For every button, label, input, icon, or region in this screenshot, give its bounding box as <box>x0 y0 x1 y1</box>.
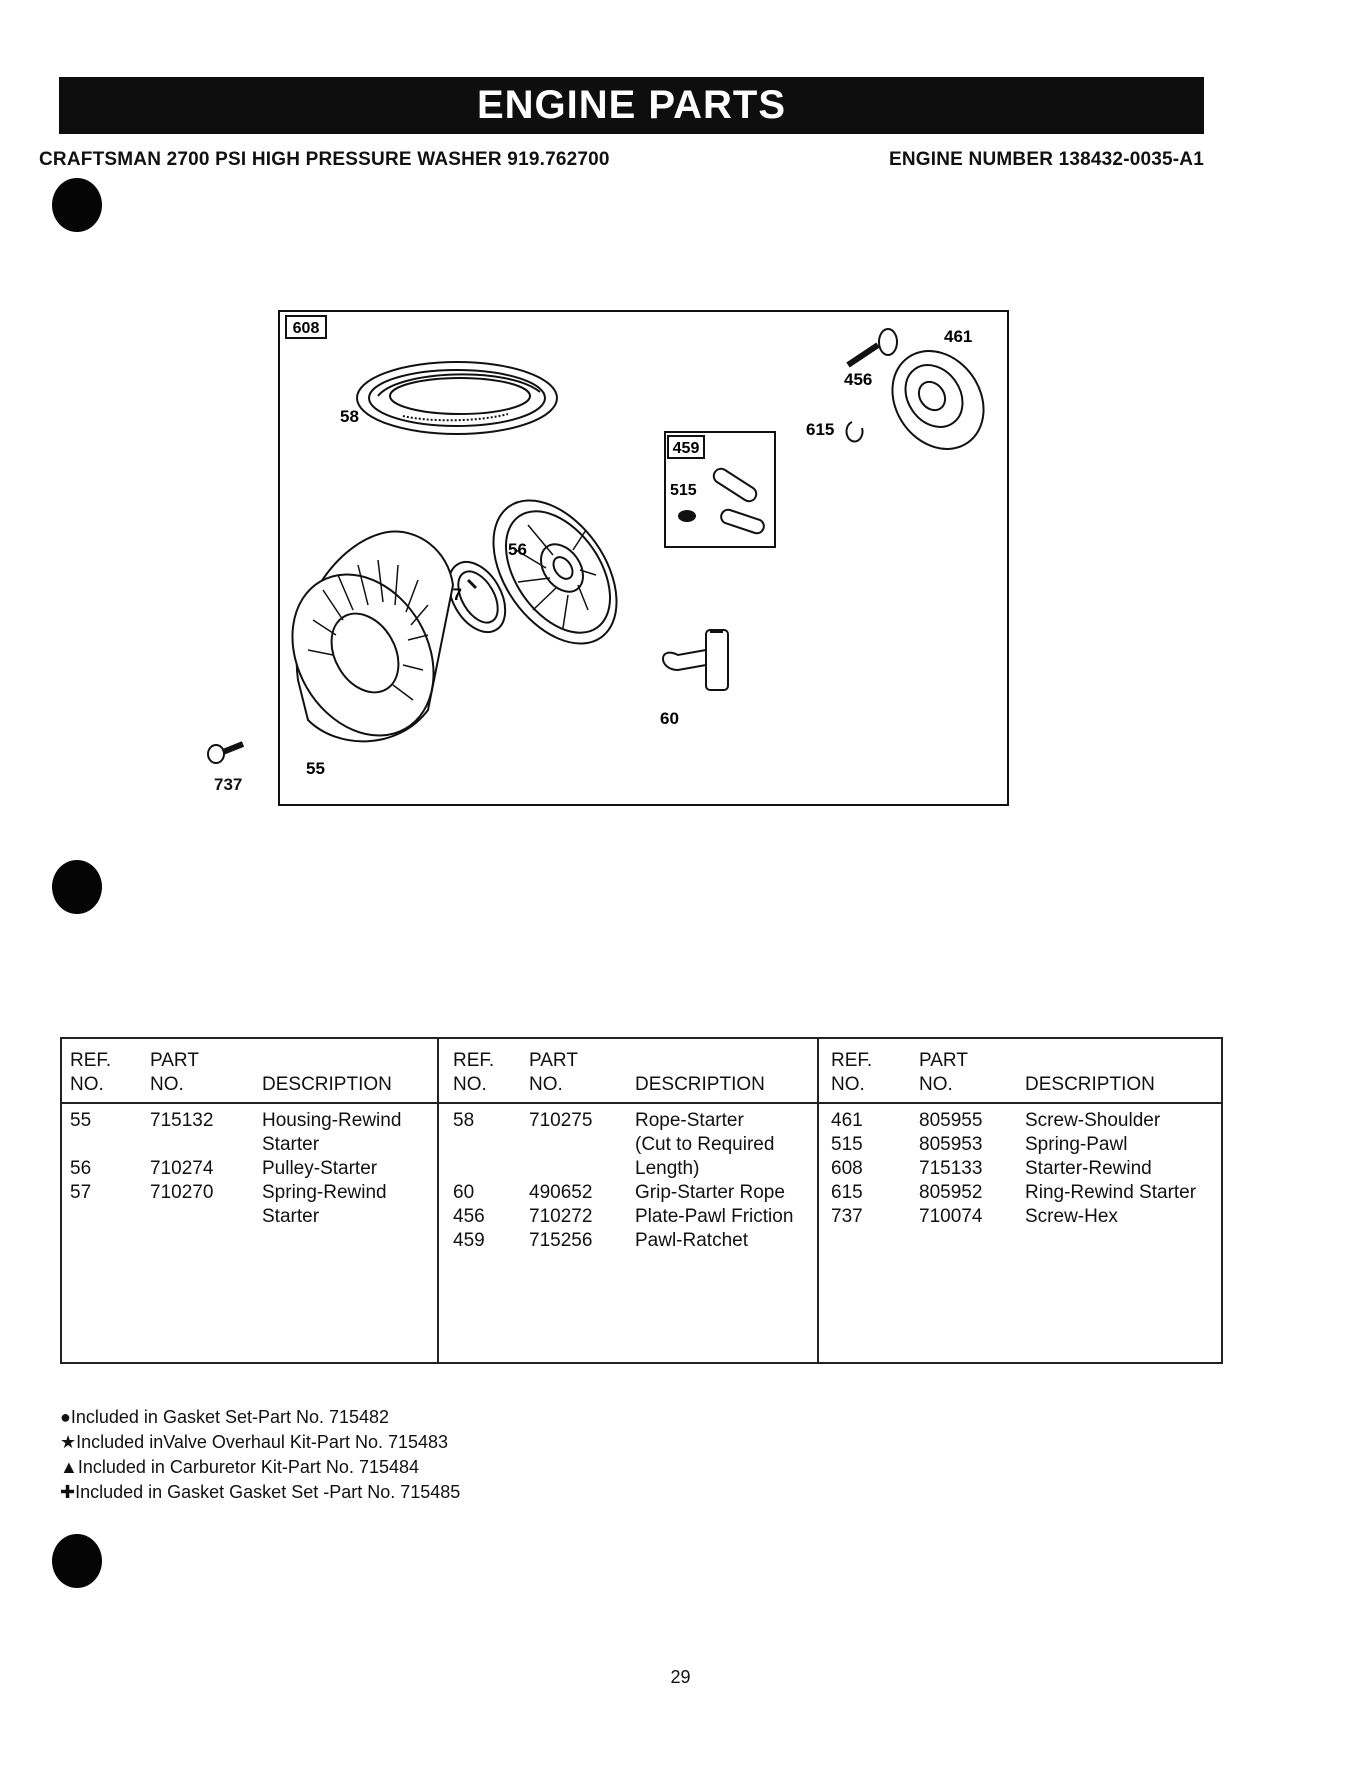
header-ref: REF. <box>453 1050 495 1071</box>
header-part-no: NO. <box>529 1074 563 1095</box>
ref-no: 608 <box>831 1158 863 1179</box>
table-header: REF. NO. PART NO. DESCRIPTION <box>62 1039 437 1104</box>
binder-hole <box>52 1534 102 1588</box>
shoulder-screw-drawing <box>846 328 898 368</box>
header-description: DESCRIPTION <box>262 1074 392 1095</box>
parts-column-1: REF. NO. PART NO. DESCRIPTION 55 715132 Ho… <box>62 1039 437 1362</box>
ref-no: 515 <box>831 1134 863 1155</box>
page-title: ENGINE PARTS <box>476 83 787 127</box>
hex-screw-drawing <box>207 741 245 764</box>
ref-no: 58 <box>453 1110 475 1131</box>
rewind-spring-drawing <box>447 560 507 634</box>
ref-no: 55 <box>70 1110 92 1131</box>
footnote-gasket-set-2: ✚Included in Gasket Gasket Set -Part No.… <box>60 1482 461 1502</box>
description: Screw-Shoulder <box>1025 1110 1161 1131</box>
part-no: 805952 <box>919 1182 983 1203</box>
engine-number: ENGINE NUMBER 138432-0035-A1 <box>889 149 1204 170</box>
callout-461: 461 <box>944 327 972 346</box>
callout-456: 456 <box>844 370 872 389</box>
grip-drawing <box>662 629 729 691</box>
ref-no: 57 <box>70 1182 92 1203</box>
table-header: REF. NO. PART NO. DESCRIPTION <box>439 1039 819 1104</box>
part-no: 490652 <box>529 1182 593 1203</box>
callout-615: 615 <box>806 420 834 439</box>
footnote-carburetor-kit: ▲Included in Carburetor Kit-Part No. 715… <box>60 1457 420 1477</box>
pawl-spring-drawing <box>678 510 696 522</box>
label-box-459 <box>667 435 705 459</box>
binder-hole <box>52 860 102 914</box>
description: Starter-Rewind <box>1025 1158 1152 1179</box>
parts-column-2: REF. NO. PART NO. DESCRIPTION 58 710275 Ro… <box>437 1039 819 1362</box>
part-no: 805955 <box>919 1110 983 1131</box>
part-no: 805953 <box>919 1134 983 1155</box>
callout-58: 58 <box>340 407 359 426</box>
callout-515: 515 <box>670 482 697 499</box>
housing-drawing <box>291 530 455 743</box>
description: Pulley-Starter <box>262 1158 378 1179</box>
header-description: DESCRIPTION <box>635 1074 765 1095</box>
description: Rope-Starter <box>635 1110 744 1131</box>
ref-no: 56 <box>70 1158 92 1179</box>
header-part: PART <box>150 1050 199 1071</box>
ref-no: 456 <box>453 1206 485 1227</box>
parts-column-3: REF. NO. PART NO. DESCRIPTION 461 805955 S… <box>817 1039 1221 1362</box>
ring-drawing <box>845 421 864 443</box>
footnote-valve-kit: ★Included inValve Overhaul Kit-Part No. … <box>60 1432 449 1452</box>
part-no: 715256 <box>529 1230 593 1251</box>
ref-no: 60 <box>453 1182 475 1203</box>
footnote-gasket-set: ●Included in Gasket Set-Part No. 715482 <box>60 1407 390 1427</box>
description: Starter <box>262 1134 320 1155</box>
part-no: 710275 <box>529 1110 593 1131</box>
description: Spring-Pawl <box>1025 1134 1128 1155</box>
header-part-no: NO. <box>150 1074 184 1095</box>
binder-hole <box>52 178 102 232</box>
ref-no: 737 <box>831 1206 863 1227</box>
friction-plate-drawing <box>891 350 985 450</box>
description: Pawl-Ratchet <box>635 1230 748 1251</box>
description: Ring-Rewind Starter <box>1025 1182 1197 1203</box>
part-no: 710074 <box>919 1206 983 1227</box>
model-line: CRAFTSMAN 2700 PSI HIGH PRESSURE WASHER … <box>39 149 610 170</box>
description: (Cut to Required <box>635 1134 775 1155</box>
header-description: DESCRIPTION <box>1025 1074 1155 1095</box>
callout-56: 56 <box>508 540 527 559</box>
pawl-drawing <box>712 467 765 535</box>
callout-737: 737 <box>214 775 243 794</box>
header-ref-no: NO. <box>70 1074 104 1095</box>
header-ref-no: NO. <box>453 1074 487 1095</box>
header-ref-no: NO. <box>831 1074 865 1095</box>
header-part: PART <box>919 1050 968 1071</box>
header-ref: REF. <box>70 1050 112 1071</box>
header-ref: REF. <box>831 1050 873 1071</box>
parts-table: REF. NO. PART NO. DESCRIPTION 55 715132 Ho… <box>60 1037 1223 1364</box>
description: Starter <box>262 1206 320 1227</box>
description: Plate-Pawl Friction <box>635 1206 794 1227</box>
table-header: REF. NO. PART NO. DESCRIPTION <box>819 1039 1221 1104</box>
description: Housing-Rewind <box>262 1110 402 1131</box>
part-no: 710274 <box>150 1158 214 1179</box>
exploded-parts-diagram: 608 58 459 515 461 456 615 <box>278 310 1009 806</box>
rope-starter-drawing <box>356 361 558 435</box>
part-no: 715132 <box>150 1110 214 1131</box>
ref-no: 459 <box>453 1230 485 1251</box>
callout-60: 60 <box>660 709 679 728</box>
part-no: 710270 <box>150 1182 214 1203</box>
description: Length) <box>635 1158 700 1179</box>
header-part: PART <box>529 1050 578 1071</box>
page-number: 29 <box>670 1667 691 1687</box>
description: Screw-Hex <box>1025 1206 1118 1227</box>
part-no: 710272 <box>529 1206 593 1227</box>
pulley-drawing <box>492 499 618 645</box>
part-no: 715133 <box>919 1158 983 1179</box>
header-part-no: NO. <box>919 1074 953 1095</box>
page-title-bar: ENGINE PARTS <box>59 77 1204 134</box>
ref-no: 461 <box>831 1110 863 1131</box>
description: Spring-Rewind <box>262 1182 387 1203</box>
ref-no: 615 <box>831 1182 863 1203</box>
callout-608: 608 <box>293 320 320 337</box>
label-box-608 <box>285 315 327 339</box>
callout-55: 55 <box>306 759 325 778</box>
callout-459: 459 <box>673 440 700 457</box>
description: Grip-Starter Rope <box>635 1182 785 1203</box>
